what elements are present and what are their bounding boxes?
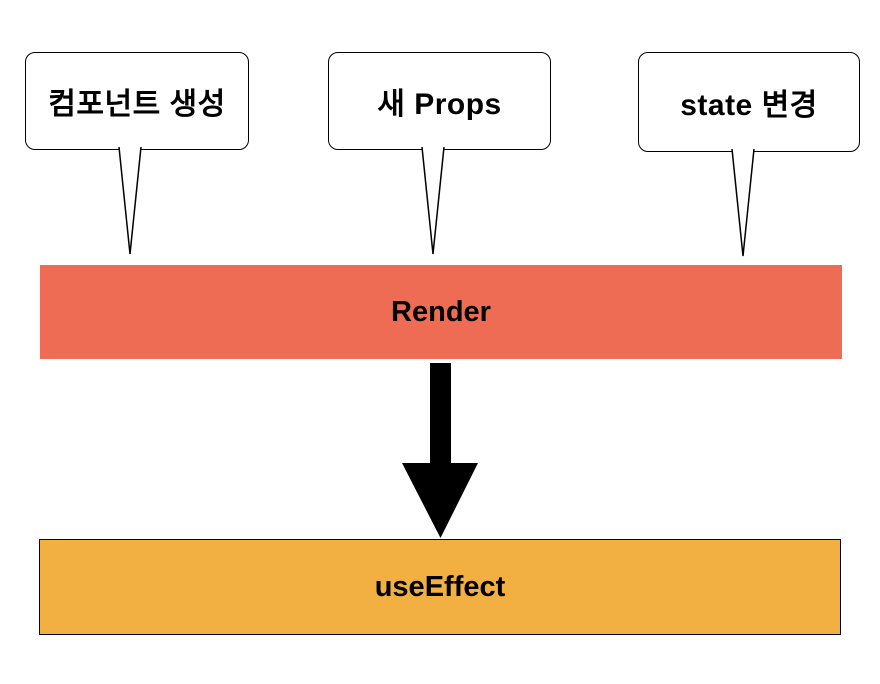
render-bar-label: Render — [391, 295, 491, 328]
trigger-bubble-new-props: 새 Props — [328, 52, 551, 255]
bubble-tail-icon — [118, 146, 142, 255]
trigger-label: 새 Props — [377, 88, 502, 121]
trigger-bubble-state-change: state 변경 — [638, 52, 860, 257]
down-arrow-icon — [402, 363, 478, 538]
useeffect-bar: useEffect — [39, 539, 841, 635]
bubble-tail-icon — [731, 148, 755, 257]
trigger-label: 컴포넌트 생성 — [48, 88, 226, 121]
bubble-tail-icon — [421, 146, 445, 255]
render-bar: Render — [40, 265, 842, 359]
trigger-label: state 변경 — [680, 89, 818, 122]
trigger-bubble-component-create: 컴포넌트 생성 — [25, 52, 249, 255]
down-arrow-shape — [402, 363, 478, 538]
useeffect-bar-label: useEffect — [374, 570, 506, 603]
